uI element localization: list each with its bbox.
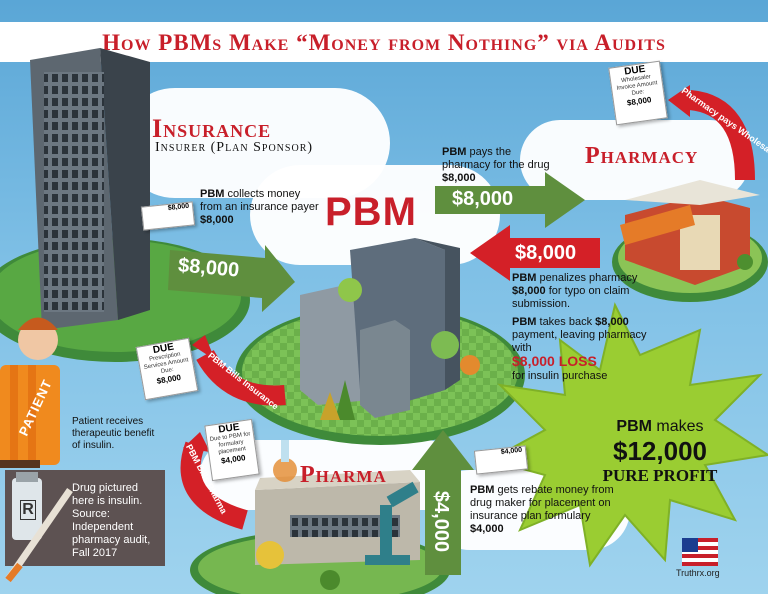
caption-pbm-penalizes: PBM penalizes pharmacy $8,000 for typo o… <box>512 272 638 310</box>
arrow-pbm-bills-insurance <box>196 349 286 406</box>
truthrx-flag-icon <box>682 538 718 566</box>
insulin-vial-icon <box>12 472 42 540</box>
pbm-tower-front <box>360 320 410 418</box>
profit-line: PBM makes <box>616 418 704 435</box>
doc-pharma-invoice: DUE Due to PBM for formulary placement $… <box>204 418 260 482</box>
doc-prescription-invoice: DUE Prescription Services Amount Due: $8… <box>135 337 199 401</box>
arrow-label-pharmacy-to-pbm: $8,000 <box>515 242 577 264</box>
pbm-tower-left <box>300 285 370 405</box>
profit-starburst <box>487 302 768 568</box>
arrow-pbm-bills-pharma <box>180 441 248 530</box>
truthrx-logo-text: Truthrx.org <box>676 568 720 578</box>
insurance-heading: Insurance <box>152 114 272 143</box>
caption-pbm-collects: PBM collects money from an insurance pay… <box>200 188 319 226</box>
caption-pbm-takes-back: PBM takes back $8,000 payment, leaving p… <box>512 316 647 382</box>
patient-figure <box>0 317 60 468</box>
arrow-insurance-to-pbm <box>168 245 295 312</box>
insulin-note: Drug pictured here is insulin. Source: I… <box>72 482 151 559</box>
pbm-heading: PBM <box>325 190 417 234</box>
arrow-pbm-to-pharmacy <box>435 172 585 228</box>
doc-wholesaler-invoice: DUE Wholesaler Invoice Amount Due: $8,00… <box>608 60 668 126</box>
profit-subtitle: PURE PROFIT <box>602 466 718 485</box>
arrow-label-pbm-to-pharmacy: $8,000 <box>452 188 514 210</box>
pharmacy-heading: Pharmacy <box>585 143 699 169</box>
microscope <box>365 481 419 565</box>
title-bar <box>0 22 768 62</box>
insurance-subheading: Insurer (Plan Sponsor) <box>155 140 314 155</box>
arrow-pharmacy-to-pbm <box>470 225 600 281</box>
caption-pbm-pays: PBM pays the pharmacy for the drug $8,00… <box>442 146 550 184</box>
vial-label: R <box>20 500 36 520</box>
caption-patient-receives: Patient receives therapeutic benefit of … <box>72 416 155 451</box>
page-title: How PBMs Make “Money from Nothing” via A… <box>102 30 666 55</box>
arrow-pharma-to-pbm <box>412 430 474 575</box>
arrow-label-pharma-to-pbm: $4,000 <box>430 490 453 553</box>
pharma-heading: Pharma <box>300 462 387 488</box>
profit-amount: $12,000 <box>613 436 707 466</box>
arrow-pharmacy-pays-wholesaler <box>688 90 755 181</box>
caption-pbm-rebate: PBM gets rebate money from drug maker fo… <box>470 484 614 535</box>
